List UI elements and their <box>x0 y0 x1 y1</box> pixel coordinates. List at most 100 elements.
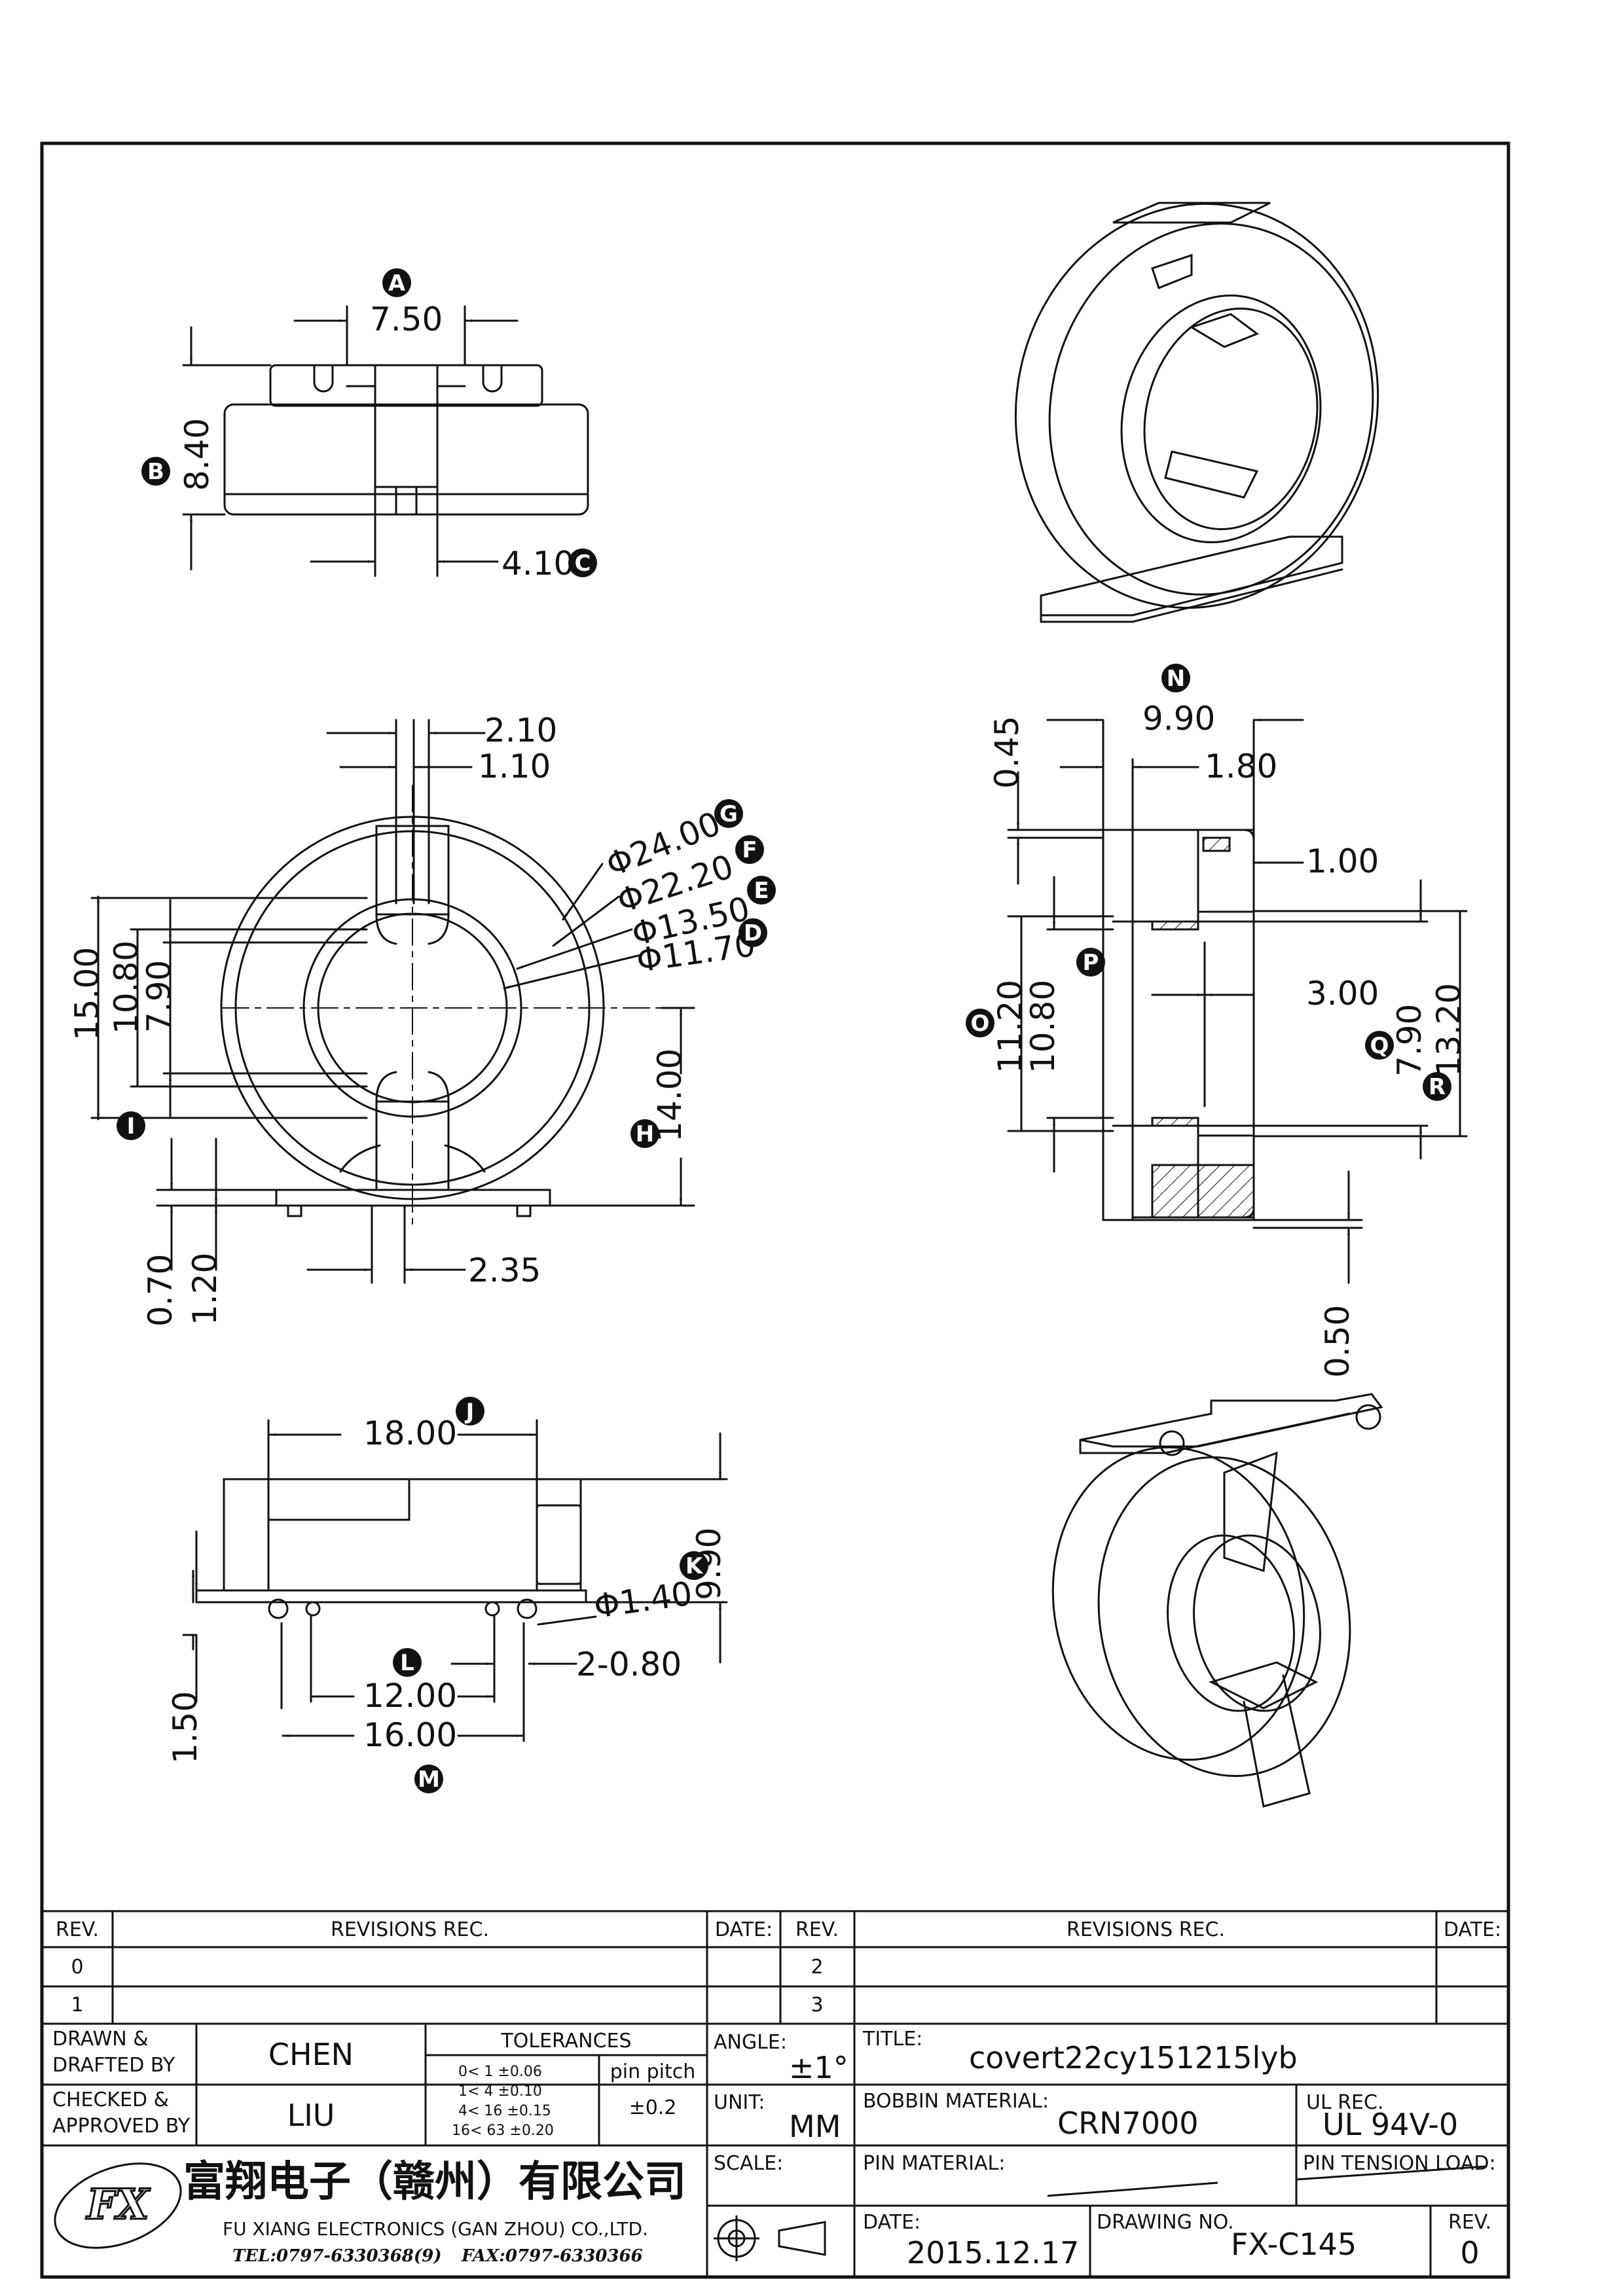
callout-g: G <box>714 799 743 828</box>
dim-m-value: 16.00 <box>363 1716 457 1754</box>
bobbin-material-label: BOBBIN MATERIAL: <box>863 2090 1049 2113</box>
date-header-left: DATE: <box>715 1918 773 1941</box>
dim-b-value: 8.40 <box>178 418 216 491</box>
dim-10-80: 10.80 <box>107 941 145 1034</box>
tolerance-row-1: 0< 1 ±0.06 <box>458 2064 542 2080</box>
dim-a-value: 7.50 <box>370 300 443 338</box>
company-tel: TEL:0797-6330368(9) <box>232 2246 442 2266</box>
date-value: 2015.12.17 <box>907 2235 1079 2270</box>
rev-row-3: 3 <box>811 1994 823 2017</box>
title-block: REV. REVISIONS REC. DATE: REV. REVISIONS… <box>42 1910 1508 2277</box>
rev-row-1: 1 <box>71 1994 83 2017</box>
company-name-cn: 富翔电子（赣州）有限公司 <box>183 2157 686 2206</box>
dim-0-70: 0.70 <box>141 1254 179 1327</box>
title-value: covert22cy151215lyb <box>969 2040 1298 2075</box>
dim-1-10: 1.10 <box>478 747 551 785</box>
callout-r: R <box>1423 1072 1451 1101</box>
iso-view-bottom <box>1051 1393 1383 1808</box>
dimension-labels: 7.50 8.40 4.10 2.10 1.10 Φ24.00 Φ22.20 Φ… <box>68 300 1468 1764</box>
callout-k: K <box>680 1551 708 1580</box>
dim-0-45: 0.45 <box>988 716 1026 789</box>
checked-label-2: APPROVED BY <box>52 2115 191 2138</box>
rev-label: REV. <box>1448 2211 1491 2234</box>
svg-text:C: C <box>575 550 591 577</box>
rev-header-left: REV. <box>56 1918 99 1941</box>
callout-d: D <box>739 918 767 947</box>
tolerance-row-2: 1< 4 ±0.10 <box>458 2083 542 2100</box>
dim-2-10: 2.10 <box>484 711 557 749</box>
svg-text:A: A <box>388 270 406 296</box>
callout-a: A <box>382 268 411 297</box>
svg-text:E: E <box>754 878 769 904</box>
svg-text:K: K <box>685 1553 704 1579</box>
svg-text:P: P <box>1083 950 1099 976</box>
drawing-no-label: DRAWING NO. <box>1097 2211 1234 2234</box>
dim-1-80: 1.80 <box>1205 747 1277 785</box>
pin-pitch-label: pin pitch <box>610 2060 696 2083</box>
company-name-en: FU XIANG ELECTRONICS (GAN ZHOU) CO.,LTD. <box>223 2218 648 2240</box>
dim-pin-dia: Φ1.40 <box>592 1574 695 1625</box>
dim-p-value: 10.80 <box>1024 980 1062 1073</box>
date-header-right: DATE: <box>1444 1918 1501 1941</box>
ul-rec-value: UL 94V-0 <box>1322 2107 1458 2142</box>
tolerance-row-4: 16< 63 ±0.20 <box>452 2123 554 2139</box>
tolerance-row-3: 4< 16 ±0.15 <box>458 2103 551 2119</box>
svg-text:R: R <box>1429 1074 1446 1100</box>
callout-n: N <box>1161 664 1190 692</box>
tolerances-label: TOLERANCES <box>500 2030 631 2053</box>
rev-row-2: 2 <box>811 1956 823 1979</box>
callout-i: I <box>117 1111 145 1140</box>
projection-symbol <box>714 2215 826 2261</box>
title-label: TITLE: <box>862 2028 922 2051</box>
front-view <box>90 719 695 1284</box>
svg-text:J: J <box>465 1399 475 1425</box>
dim-j-value: 18.00 <box>363 1414 457 1452</box>
callout-f: F <box>735 835 764 864</box>
company-fax: FAX:0797-6330366 <box>461 2246 643 2266</box>
revisions-header-right: REVISIONS REC. <box>1067 1918 1225 1941</box>
date-label: DATE: <box>863 2211 921 2234</box>
dim-o-value: 11.20 <box>991 980 1029 1073</box>
scale-label: SCALE: <box>714 2152 783 2175</box>
drawing-no-value: FX-C145 <box>1231 2227 1357 2262</box>
svg-text:D: D <box>744 920 762 946</box>
bobbin-material-value: CRN7000 <box>1057 2106 1199 2141</box>
dim-1-50: 1.50 <box>166 1691 204 1764</box>
callout-c: C <box>568 548 597 577</box>
dim-q-value: 7.90 <box>1391 1004 1429 1077</box>
svg-text:N: N <box>1167 666 1185 692</box>
unit-label: UNIT: <box>714 2091 765 2114</box>
callout-o: O <box>966 1009 994 1037</box>
rev-row-0: 0 <box>71 1956 83 1979</box>
svg-text:M: M <box>418 1767 440 1793</box>
callout-m: M <box>414 1765 443 1793</box>
pin-pitch-value: ±0.2 <box>629 2096 677 2119</box>
dim-r-value: 13.20 <box>1430 983 1468 1077</box>
unit-value: MM <box>789 2109 841 2144</box>
dim-l-value: 12.00 <box>363 1677 457 1715</box>
pin-material-label: PIN MATERIAL: <box>863 2152 1005 2175</box>
callout-p: P <box>1076 948 1105 977</box>
svg-text:B: B <box>147 459 164 485</box>
dim-n-value: 9.90 <box>1142 700 1215 738</box>
callout-q: Q <box>1365 1031 1394 1060</box>
svg-text:O: O <box>971 1011 990 1037</box>
rev-value: 0 <box>1460 2235 1479 2270</box>
bottom-view <box>182 1419 728 1742</box>
svg-text:G: G <box>720 801 738 827</box>
drawn-label-1: DRAWN & <box>52 2028 149 2051</box>
dim-15-00: 15.00 <box>68 947 106 1041</box>
iso-view-top <box>1014 202 1379 623</box>
svg-text:I: I <box>127 1113 136 1139</box>
circled-letters: A B C G F E D I H J K L M N P O Q R <box>117 268 1451 1793</box>
dim-1-00: 1.00 <box>1306 842 1379 880</box>
revisions-header-left: REVISIONS REC. <box>331 1918 489 1941</box>
callout-b: B <box>141 457 170 486</box>
sheet-border <box>40 141 1510 2279</box>
ul-rec-label: UL REC. <box>1306 2091 1384 2114</box>
logo-text: FX <box>85 2180 150 2229</box>
svg-text:L: L <box>400 1650 414 1676</box>
checked-label-1: CHECKED & <box>52 2089 169 2111</box>
dim-i-value: 7.90 <box>140 960 178 1033</box>
